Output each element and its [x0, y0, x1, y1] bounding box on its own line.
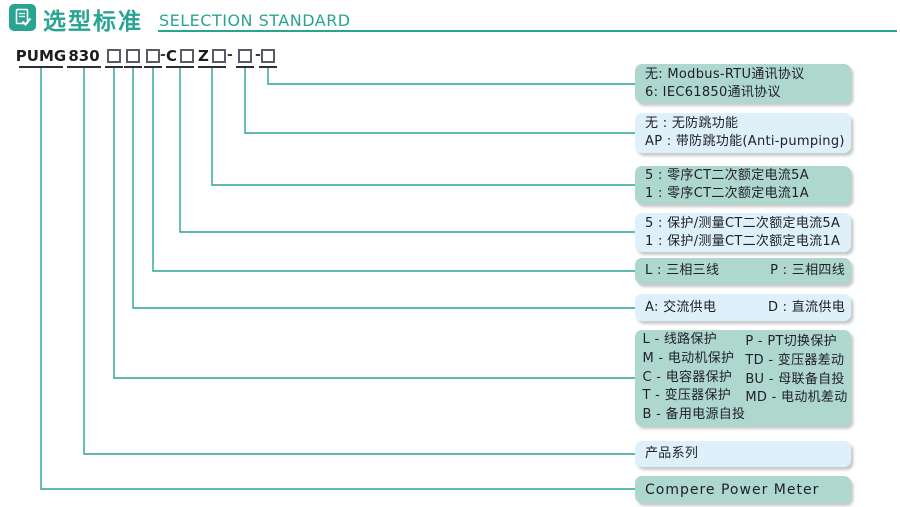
connector-line	[152, 68, 635, 272]
code-group-series-number: 830	[67, 47, 101, 68]
info-line: 5 : 保护/测量CT二次额定电流5A	[645, 215, 841, 231]
info-box-product-series: 产品系列	[635, 441, 851, 467]
placeholder-square	[238, 48, 252, 63]
connector-line	[83, 68, 635, 455]
placeholder-square	[146, 48, 160, 63]
info-line: 无: Modbus-RTU通讯协议	[645, 66, 805, 82]
code-separator: -	[160, 47, 166, 63]
connector-line	[267, 68, 635, 85]
info-box-brand: Compere Power Meter	[635, 476, 851, 503]
title-underline	[158, 30, 897, 32]
code-label: PUMG	[15, 46, 67, 65]
info-box-anti-pumping: 无 : 无防跳功能 AP : 带防跳功能(Anti-pumping)	[635, 113, 851, 153]
code-label: 830	[68, 46, 100, 65]
code-group-wiring-slot	[144, 47, 162, 68]
code-group-antipump-slot	[236, 47, 254, 68]
info-line: D : 直流供电	[767, 299, 845, 315]
info-line: C - 电容器保护	[642, 369, 733, 385]
info-line: L - 线路保护	[642, 332, 718, 348]
placeholder-square	[107, 48, 121, 63]
code-group-series-prefix: PUMG	[15, 46, 67, 68]
info-line: 1 : 零序CT二次额定电流1A	[645, 186, 809, 201]
connector-line	[179, 68, 635, 233]
placeholder-square	[211, 48, 226, 63]
info-line: P - PT切换保护	[745, 334, 837, 349]
placeholder-square	[126, 48, 140, 63]
info-line: M - 电动机保护	[642, 350, 735, 366]
info-line: MD - 电动机差动	[745, 390, 848, 406]
placeholder-square	[180, 48, 194, 63]
code-group-supply-slot	[124, 47, 142, 68]
placeholder-square	[261, 48, 275, 63]
info-box-power-supply: A: 交流供电 D : 直流供电	[635, 294, 851, 321]
info-line: L : 三相三线	[645, 263, 720, 278]
info-line: BU - 母联备自投	[745, 371, 845, 387]
connector-line	[211, 68, 635, 186]
code-label: Z	[198, 46, 209, 65]
connector-line	[40, 68, 635, 490]
info-line: A: 交流供电	[645, 299, 717, 315]
code-group-ct-slot: C	[166, 47, 194, 68]
info-line: T - 变压器保护	[642, 388, 732, 404]
info-line: 1 : 保护/测量CT二次额定电流1A	[645, 233, 841, 249]
info-box-protection-type: L - 线路保护 M - 电动机保护 C - 电容器保护 T - 变压器保护 B…	[635, 330, 851, 426]
info-line: 无 : 无防跳功能	[645, 116, 739, 131]
info-line: P : 三相四线	[770, 263, 845, 278]
info-line: 6: IEC61850通讯协议	[645, 84, 781, 100]
info-box-zero-seq-ct: 5 : 零序CT二次额定电流5A 1 : 零序CT二次额定电流1A	[635, 166, 851, 204]
info-line: TD - 变压器差动	[745, 352, 845, 368]
code-separator: -	[255, 47, 261, 63]
info-line: Compere Power Meter	[645, 481, 820, 498]
connector-line	[244, 68, 635, 134]
info-line: 产品系列	[645, 446, 699, 461]
info-line: AP : 带防跳功能(Anti-pumping)	[645, 134, 845, 149]
document-check-icon	[9, 4, 36, 31]
code-label: C	[166, 46, 178, 65]
code-group-protocol-slot	[259, 47, 277, 68]
connector-line	[113, 68, 635, 379]
info-line: 5 : 零序CT二次额定电流5A	[645, 168, 809, 183]
info-box-prot-meas-ct: 5 : 保护/测量CT二次额定电流5A 1 : 保护/测量CT二次额定电流1A	[635, 213, 851, 252]
code-separator: -	[227, 47, 233, 63]
code-group-zero-ct-slot: Z	[198, 47, 226, 68]
info-box-protocol: 无: Modbus-RTU通讯协议 6: IEC61850通讯协议	[635, 64, 851, 103]
page-title-zh: 选型标准	[43, 9, 143, 35]
code-group-protection-slot	[105, 47, 123, 68]
info-box-wiring-mode: L : 三相三线 P : 三相四线	[635, 258, 851, 284]
page-title-en: SELECTION STANDARD	[159, 11, 351, 30]
info-line: B - 备用电源自投	[642, 407, 746, 423]
connector-line	[132, 68, 635, 309]
